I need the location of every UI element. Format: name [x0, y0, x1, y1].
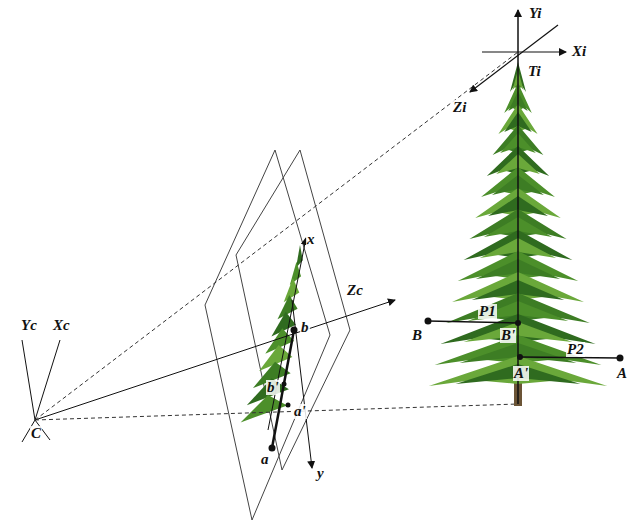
point-label: P1	[478, 304, 497, 319]
point-label: P2	[566, 342, 585, 357]
point-B	[425, 318, 432, 325]
axis-label: Yc	[20, 318, 38, 333]
point-label: a	[260, 452, 270, 467]
line-b	[428, 321, 518, 323]
point-label: A	[616, 366, 628, 381]
origin-label: Ti	[527, 64, 542, 79]
axis-label: x	[306, 232, 316, 247]
image-y-axis	[292, 300, 312, 468]
point-label: b'	[266, 380, 280, 395]
camera-center-label: C	[30, 426, 42, 441]
camera-yc-axis	[22, 340, 35, 420]
axis-label: Yi	[528, 6, 543, 21]
axis-label: Xi	[571, 44, 587, 59]
ray-base	[35, 404, 518, 420]
point-a-prime	[286, 403, 291, 408]
point-label: B	[411, 328, 423, 343]
image-plane-edge	[236, 150, 350, 470]
point-b-prime	[282, 382, 287, 387]
point-A	[617, 355, 624, 362]
axis-label: Xc	[52, 318, 71, 333]
axis-label: Zc	[346, 283, 364, 298]
tree-yi-axis	[517, 10, 519, 404]
point-label: a'	[293, 404, 307, 419]
line-a	[520, 357, 620, 358]
tree-zi-axis	[470, 25, 558, 92]
ray-top	[35, 52, 518, 420]
axis-label: Zi	[452, 100, 467, 115]
point-B-prime	[515, 320, 521, 326]
point-label: A'	[513, 366, 529, 381]
camera-xc-axis	[35, 340, 60, 420]
axis-label: y	[316, 466, 325, 481]
point-a	[269, 445, 276, 452]
image-plane	[205, 150, 330, 520]
point-label: B'	[500, 328, 516, 343]
point-A-prime	[517, 354, 523, 360]
point-label: b	[300, 320, 310, 335]
camera-zc-axis	[35, 300, 395, 420]
